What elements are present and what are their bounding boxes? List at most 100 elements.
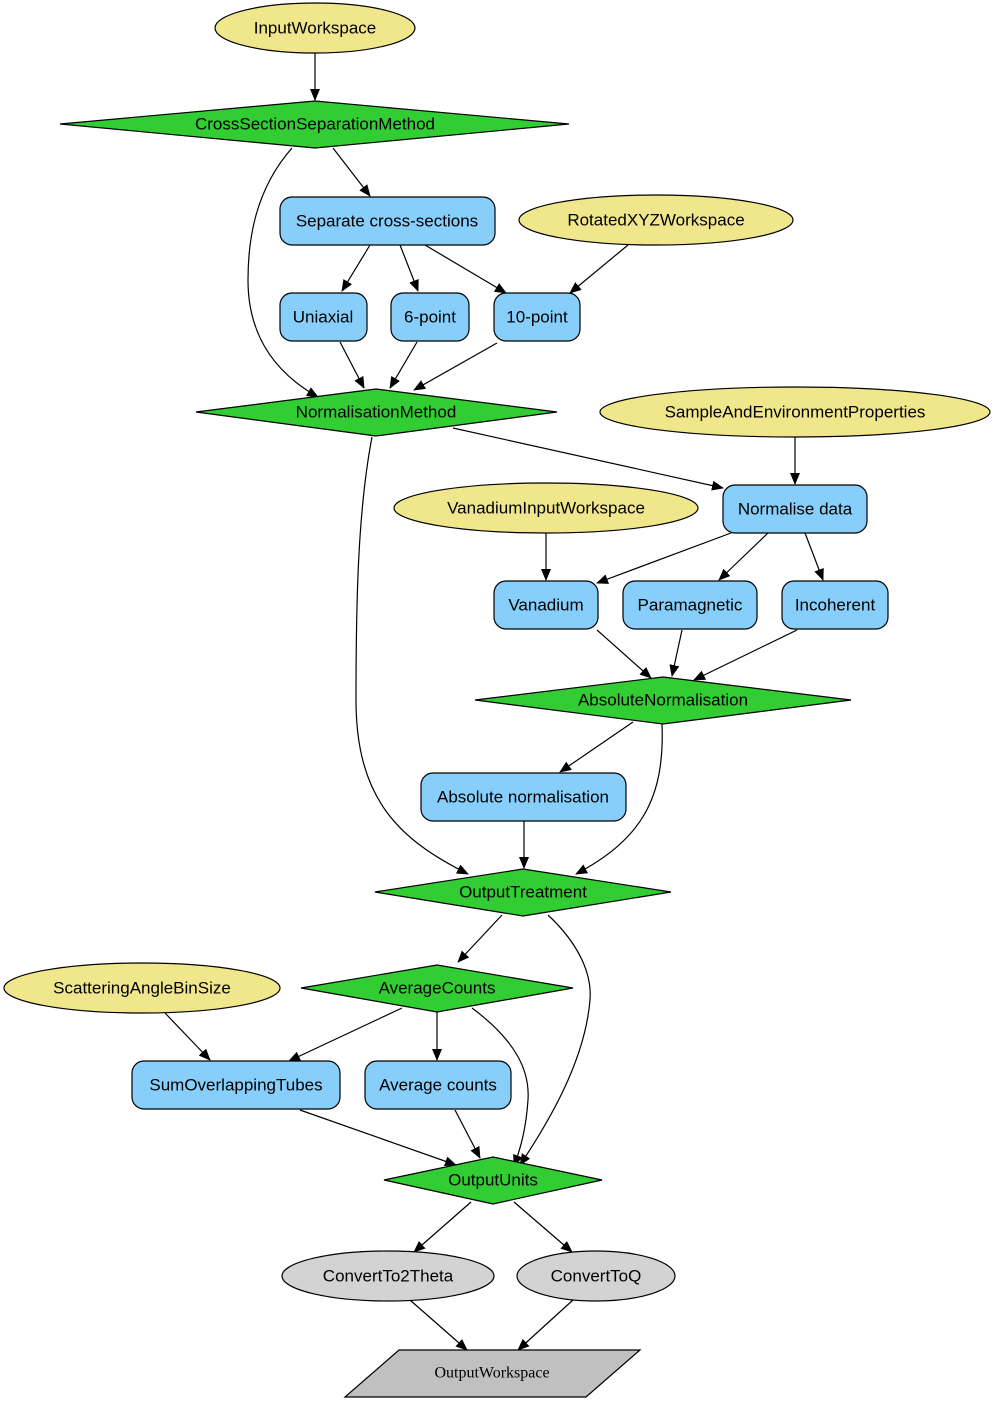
node-label: OutputWorkspace bbox=[434, 1365, 549, 1382]
unit-ellipse bbox=[516, 1250, 676, 1302]
node-label: ScatteringAngleBinSize bbox=[53, 979, 231, 998]
node-output-units[interactable]: OutputUnits bbox=[383, 1156, 603, 1205]
node-sample-env-properties[interactable]: SampleAndEnvironmentProperties bbox=[599, 386, 991, 438]
node-average-counts-decision[interactable]: AverageCounts bbox=[300, 964, 574, 1013]
edge-separate-to-10point bbox=[424, 244, 507, 294]
edge-6point-to-normalisationmethod bbox=[389, 341, 418, 389]
process-box bbox=[622, 580, 758, 630]
node-output-treatment[interactable]: OutputTreatment bbox=[374, 868, 672, 917]
edge-normalisationmethod-to-outputtreatment bbox=[355, 436, 469, 875]
edge-averagecounts-to-sumoverlapping bbox=[288, 1007, 403, 1062]
node-label: SumOverlappingTubes bbox=[149, 1076, 322, 1095]
edge-normalisationmethod-to-normalisedata bbox=[452, 427, 724, 491]
node-label: NormalisationMethod bbox=[296, 403, 457, 422]
process-box bbox=[279, 292, 368, 342]
edge-crosssection-to-separate bbox=[332, 147, 371, 197]
node-rotated-xyz-workspace[interactable]: RotatedXYZWorkspace bbox=[518, 194, 794, 246]
node-label: OutputUnits bbox=[448, 1171, 538, 1190]
node-separate-cross-sections[interactable]: Separate cross-sections bbox=[279, 196, 496, 246]
node-label: Paramagnetic bbox=[638, 596, 743, 615]
node-vanadium-input-workspace[interactable]: VanadiumInputWorkspace bbox=[393, 482, 699, 534]
node-output-workspace[interactable]: OutputWorkspace bbox=[343, 1349, 642, 1398]
edge-outputunits-to-convert2theta bbox=[413, 1201, 472, 1253]
edge-separate-to-uniaxial bbox=[341, 244, 371, 292]
edge-absolutedecision-to-outputtreatment bbox=[575, 723, 663, 875]
node-label: 10-point bbox=[506, 308, 568, 327]
decision-diamond bbox=[300, 964, 574, 1013]
node-paramagnetic[interactable]: Paramagnetic bbox=[622, 580, 758, 630]
process-box bbox=[279, 196, 496, 246]
node-convert-to-2theta[interactable]: ConvertTo2Theta bbox=[281, 1250, 495, 1302]
node-label: VanadiumInputWorkspace bbox=[447, 499, 645, 518]
node-absolute-normalisation-decision[interactable]: AbsoluteNormalisation bbox=[474, 676, 852, 725]
property-ellipse bbox=[518, 194, 794, 246]
edge-outputtreatment-to-averagecounts bbox=[457, 914, 503, 963]
process-box bbox=[493, 580, 599, 630]
property-ellipse bbox=[393, 482, 699, 534]
node-absolute-normalisation[interactable]: Absolute normalisation bbox=[420, 772, 627, 822]
edges bbox=[164, 53, 824, 1351]
node-sum-overlapping-tubes[interactable]: SumOverlappingTubes bbox=[131, 1060, 341, 1110]
node-label: Uniaxial bbox=[293, 308, 353, 327]
node-6-point[interactable]: 6-point bbox=[390, 292, 470, 342]
node-label: Vanadium bbox=[508, 596, 583, 615]
decision-diamond bbox=[374, 868, 672, 917]
node-10-point[interactable]: 10-point bbox=[493, 292, 581, 342]
edge-sumoverlapping-to-outputunits bbox=[299, 1109, 457, 1167]
edge-uniaxial-to-normalisationmethod bbox=[339, 341, 365, 389]
edge-rotated-to-10point bbox=[569, 244, 629, 294]
edge-normalisedata-to-vanadium bbox=[596, 532, 732, 584]
node-normalisation-method[interactable]: NormalisationMethod bbox=[195, 388, 558, 437]
edge-incoherent-to-absolutedecision bbox=[693, 629, 798, 681]
node-label: Absolute normalisation bbox=[437, 788, 609, 807]
node-cross-section-method[interactable]: CrossSectionSeparationMethod bbox=[59, 100, 570, 149]
edge-normalisedata-to-incoherent bbox=[804, 532, 824, 581]
node-label: Normalise data bbox=[738, 500, 853, 519]
node-average-counts[interactable]: Average counts bbox=[364, 1060, 512, 1110]
process-box bbox=[722, 484, 868, 534]
node-convert-to-q[interactable]: ConvertToQ bbox=[516, 1250, 676, 1302]
node-label: Separate cross-sections bbox=[296, 212, 478, 231]
node-label: ConvertTo2Theta bbox=[323, 1267, 454, 1286]
property-ellipse bbox=[214, 2, 416, 54]
node-label: AbsoluteNormalisation bbox=[578, 691, 748, 710]
node-label: CrossSectionSeparationMethod bbox=[195, 115, 435, 134]
edge-normalisedata-to-paramagnetic bbox=[718, 532, 769, 581]
process-box bbox=[131, 1060, 341, 1110]
node-label: ConvertToQ bbox=[551, 1267, 642, 1286]
edge-10point-to-normalisationmethod bbox=[413, 342, 498, 391]
edge-averagecountsnode-to-outputunits bbox=[454, 1109, 481, 1159]
process-box bbox=[390, 292, 470, 342]
node-normalise-data[interactable]: Normalise data bbox=[722, 484, 868, 534]
process-box bbox=[493, 292, 581, 342]
node-uniaxial[interactable]: Uniaxial bbox=[279, 292, 368, 342]
edge-paramagnetic-to-absolutedecision bbox=[669, 629, 683, 677]
node-label: OutputTreatment bbox=[459, 883, 587, 902]
node-label: InputWorkspace bbox=[254, 19, 377, 38]
edge-convert2theta-to-output bbox=[409, 1299, 468, 1351]
decision-diamond bbox=[195, 388, 558, 437]
node-input-workspace[interactable]: InputWorkspace bbox=[214, 2, 416, 54]
edge-crosssection-to-normalisationmethod bbox=[247, 147, 319, 398]
node-label: 6-point bbox=[404, 308, 456, 327]
decision-diamond bbox=[474, 676, 852, 725]
output-parallelogram bbox=[343, 1349, 642, 1398]
decision-diamond bbox=[59, 100, 570, 149]
node-label: SampleAndEnvironmentProperties bbox=[665, 403, 926, 422]
edge-converttoq-to-output bbox=[517, 1299, 574, 1351]
edge-vanadium-to-absolutedecision bbox=[596, 629, 652, 679]
decision-diamond bbox=[383, 1156, 603, 1205]
node-scattering-angle-bin-size[interactable]: ScatteringAngleBinSize bbox=[3, 962, 281, 1014]
edge-absolutedecision-to-absolutenormalisation bbox=[559, 721, 634, 773]
node-vanadium[interactable]: Vanadium bbox=[493, 580, 599, 630]
process-box bbox=[364, 1060, 512, 1110]
node-label: RotatedXYZWorkspace bbox=[567, 211, 744, 230]
property-ellipse bbox=[3, 962, 281, 1014]
process-box bbox=[781, 580, 889, 630]
edge-scattering-to-sumoverlapping bbox=[164, 1012, 211, 1061]
edge-outputunits-to-converttoq bbox=[513, 1201, 573, 1253]
edge-outputtreatment-to-outputunits bbox=[519, 914, 591, 1166]
node-incoherent[interactable]: Incoherent bbox=[781, 580, 889, 630]
edge-averagecounts-to-outputunits bbox=[471, 1007, 529, 1167]
